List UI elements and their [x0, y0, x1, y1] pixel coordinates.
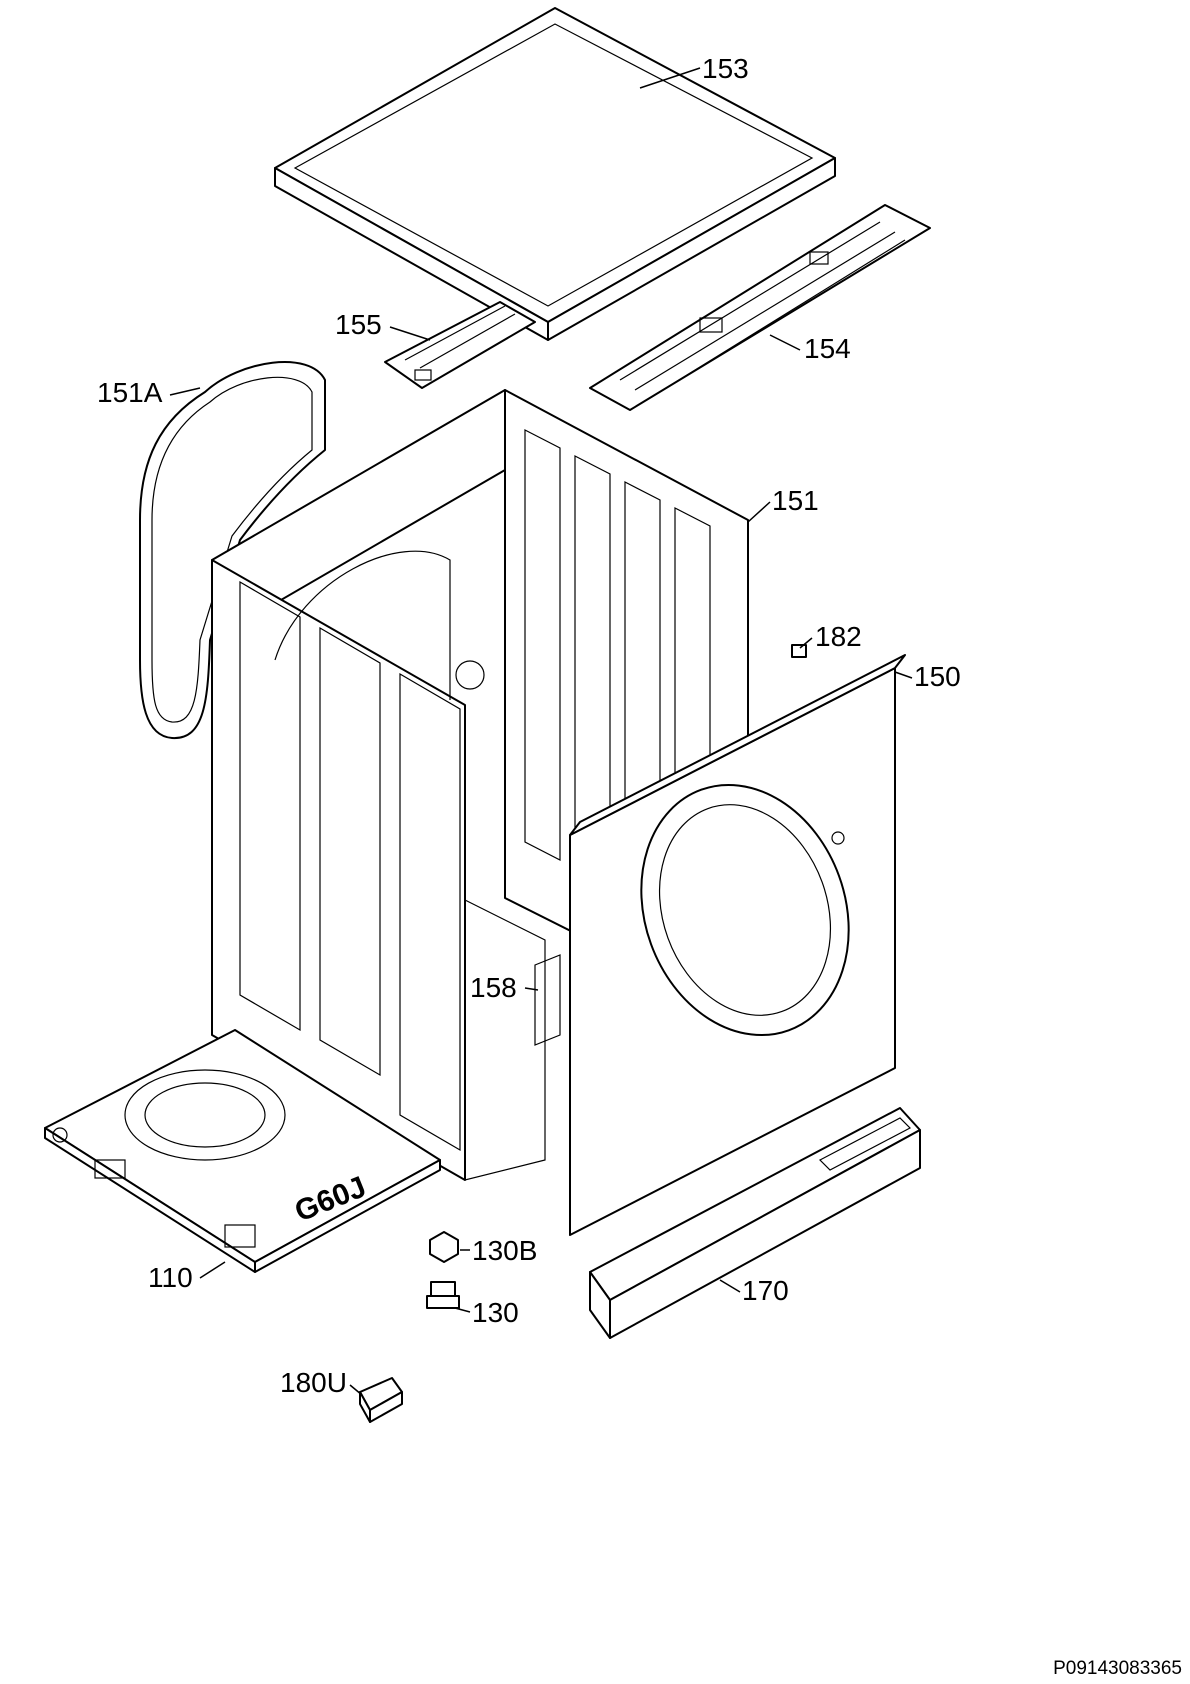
callout-110: 110 [148, 1262, 193, 1293]
part-180u-switch [359, 1377, 403, 1423]
part-153-top-cover [274, 7, 836, 341]
callout-182: 182 [815, 621, 862, 652]
leader-lines [169, 67, 913, 1396]
callout-151: 151 [772, 485, 819, 516]
callout-155: 155 [335, 309, 382, 340]
callout-151a: 151A [97, 377, 163, 408]
callout-labels: 153 155 154 151A 151 182 150 158 110 130… [97, 53, 961, 1398]
part-130b-nut [429, 1231, 459, 1263]
callout-150: 150 [914, 661, 961, 692]
part-170-plinth [589, 1107, 921, 1339]
callout-158: 158 [470, 972, 517, 1003]
callout-154: 154 [804, 333, 851, 364]
callout-130b: 130B [472, 1235, 537, 1266]
part-110-base: G60J [44, 1029, 441, 1273]
callout-180u: 180U [280, 1367, 347, 1398]
part-154-rail [589, 204, 931, 411]
part-158-pad [534, 954, 561, 1046]
part-130-foot [426, 1281, 460, 1309]
callout-130: 130 [472, 1297, 519, 1328]
part-182-clip [791, 644, 807, 658]
part-150-front-panel [569, 654, 906, 1236]
document-id: P09143083365 [1053, 1658, 1182, 1679]
part-155-rail [384, 301, 536, 389]
callout-170: 170 [742, 1275, 789, 1306]
callout-153: 153 [702, 53, 749, 84]
